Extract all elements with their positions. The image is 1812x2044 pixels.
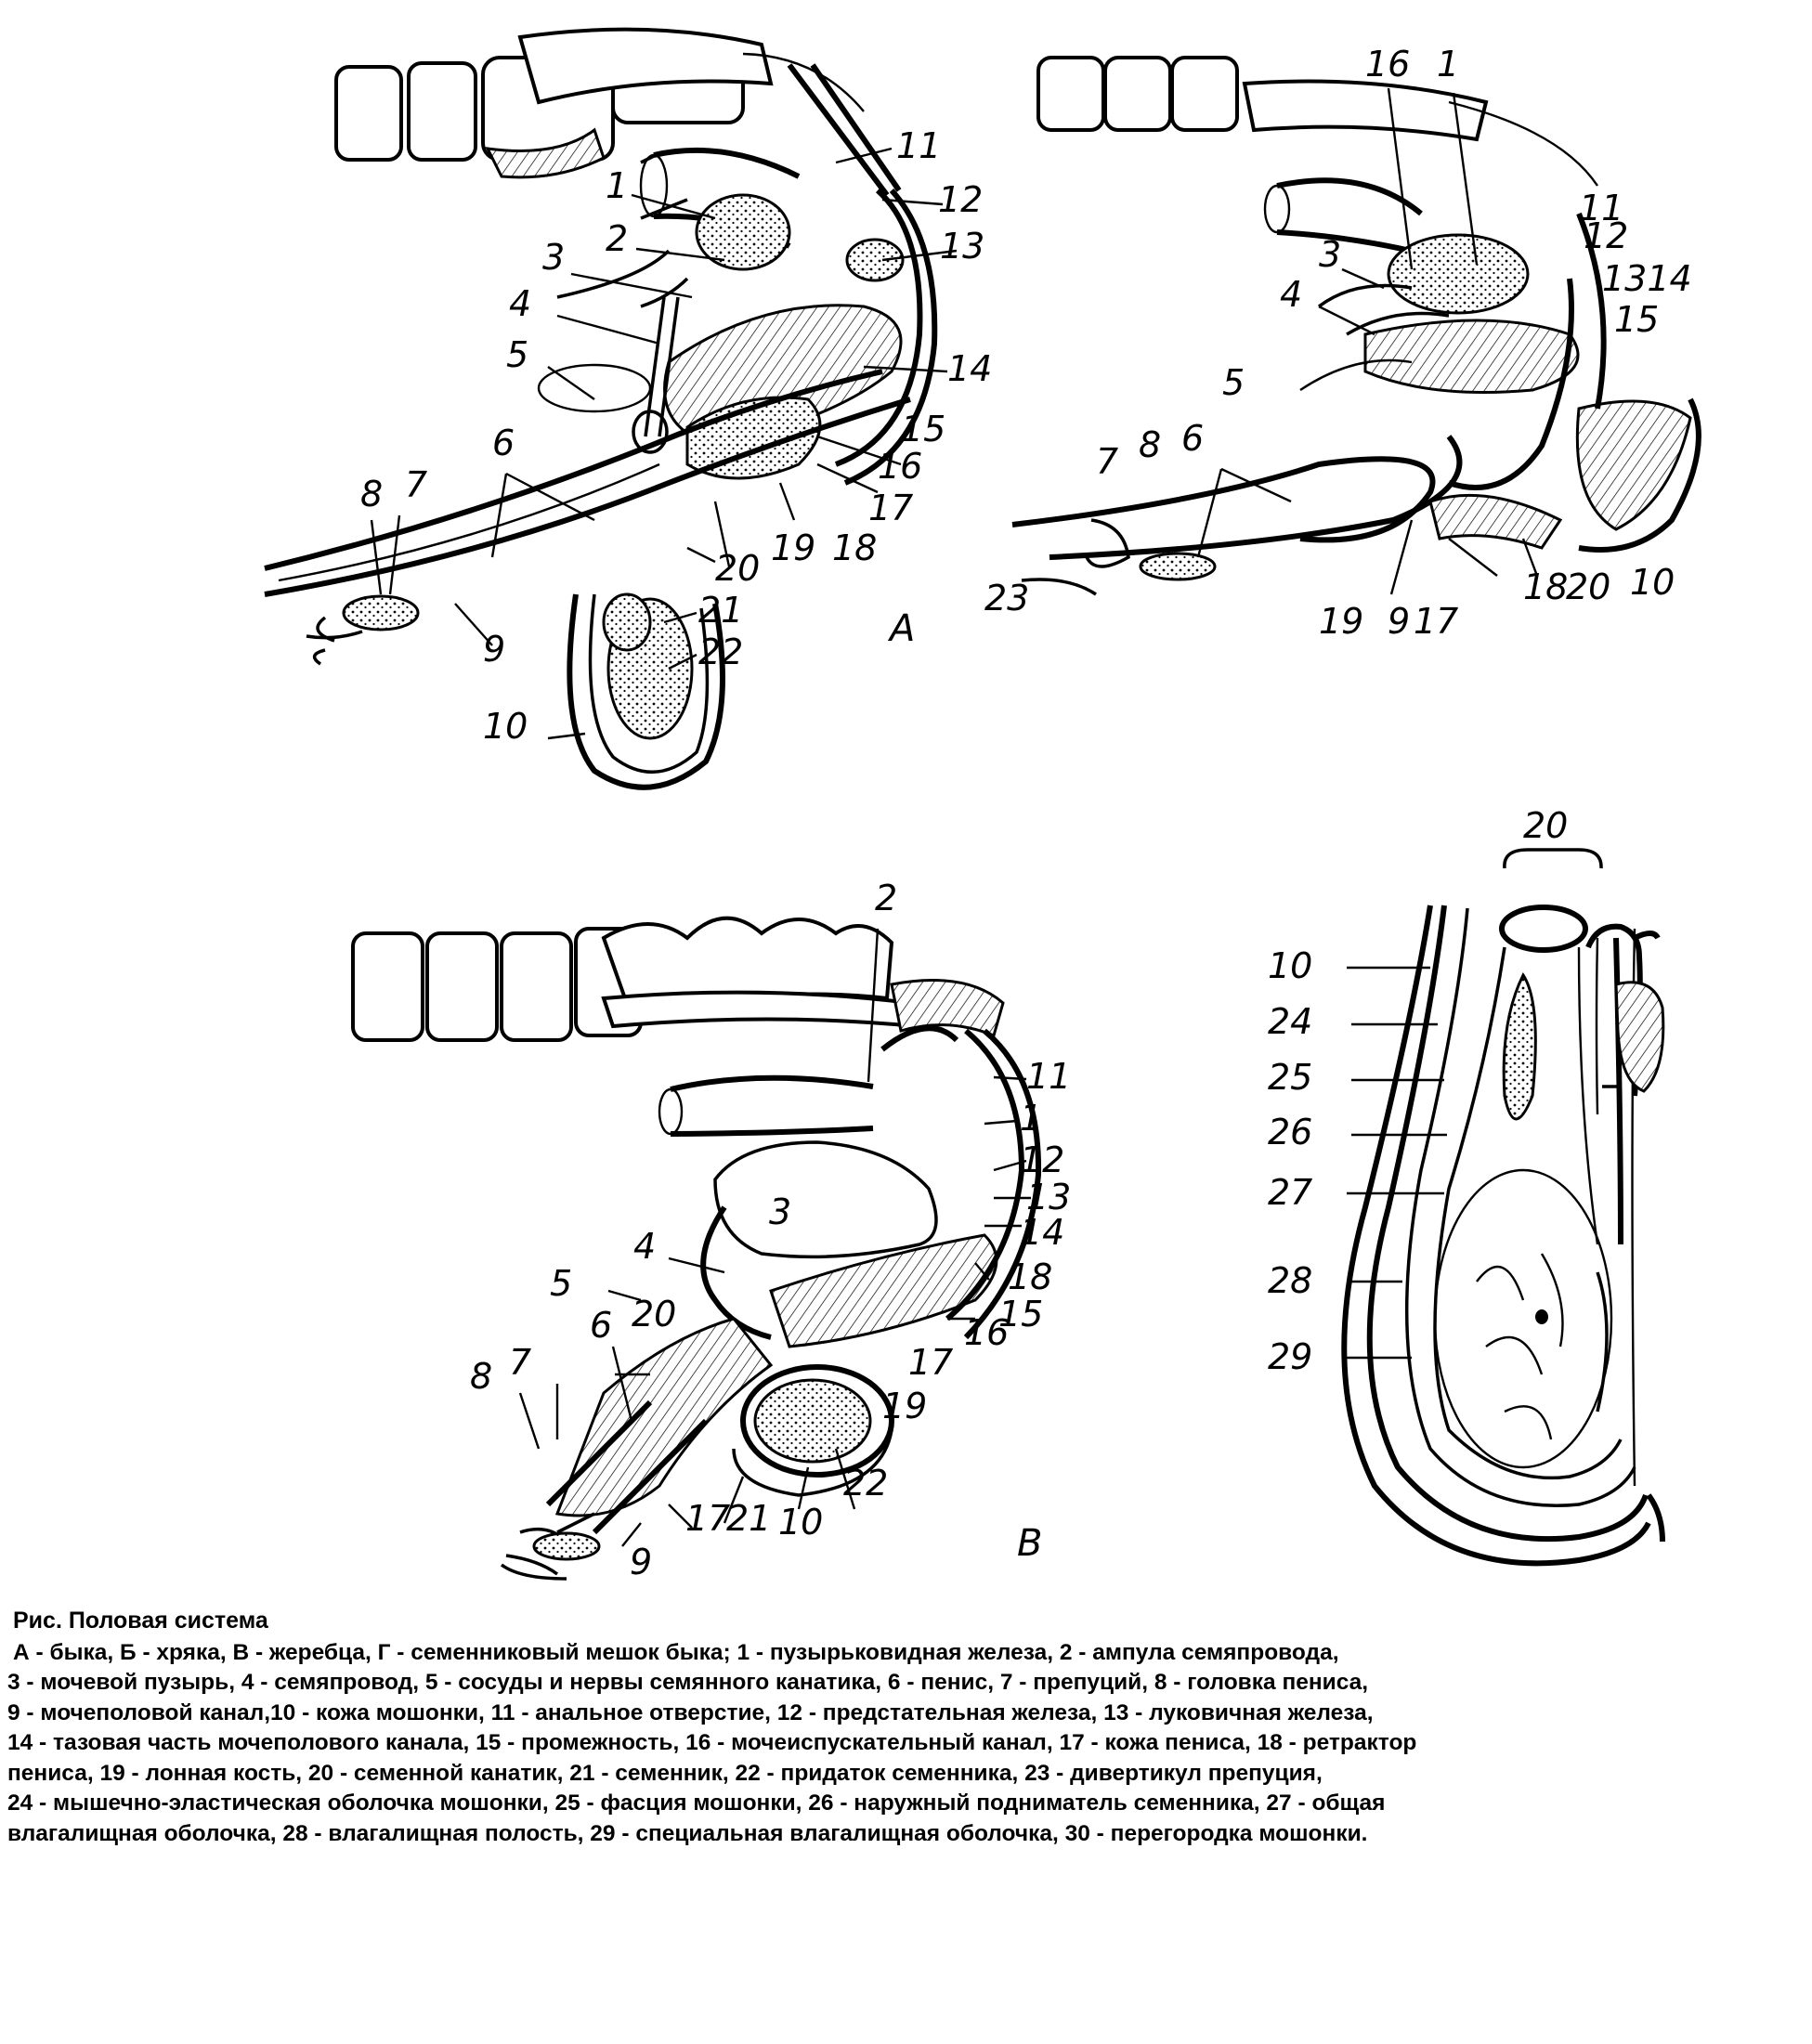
panel-b-label-18: 18 [1523,566,1568,607]
panel-g-label-26: 26 [1268,1112,1312,1152]
panel-v-label-18: 18 [1008,1256,1052,1297]
panel-a-label-5: 5 [506,334,528,375]
panel-b-label-17: 17 [1414,601,1458,642]
panel-b-label-11: 11 [1579,188,1623,228]
panel-b-label-1314: 1314 [1602,258,1692,299]
panel-a-label-3: 3 [542,237,565,278]
panel-b-label-15: 15 [1614,299,1659,340]
panel-v-label-10: 10 [778,1502,823,1543]
panel-b-label-7: 7 [1096,441,1118,482]
panel-a-label-7: 7 [405,464,427,505]
panel-v-label-11: 11 [1026,1056,1071,1097]
panel-g-label-25: 25 [1268,1057,1312,1098]
panel-a-label-15: 15 [901,409,945,449]
caption-line: пениса, 19 - лонная кость, 20 - семенной… [7,1760,1323,1786]
panel-b-labels: 16 1 11 12 1314 15 3 4 5 6 7 8 23 19 9 1… [984,44,1692,642]
panel-b-leader-lines [1196,87,1539,595]
panel-b-label-3: 3 [1319,234,1341,275]
panel-v-label-2: 2 [875,878,897,918]
panel-b-label-8: 8 [1139,424,1161,465]
panel-v-label-6: 6 [590,1305,612,1346]
figure-caption: Рис. Половая система А - быка, Б - хряка… [7,1606,1800,1849]
panel-a-label-9: 9 [483,629,505,670]
panel-v-label-3: 3 [769,1191,791,1232]
panel-a-label-18: 18 [832,527,877,568]
panel-v-label-14: 14 [1020,1212,1064,1253]
panel-v-label-9: 9 [630,1542,652,1582]
panel-b-label-1: 1 [1437,44,1459,85]
panel-b-drawing [1011,56,1701,596]
panel-v-label-4: 4 [633,1226,656,1267]
panel-a-vertebrae [334,27,865,179]
panel-v-label-7: 7 [509,1342,531,1383]
panel-v-label-20: 20 [632,1294,676,1334]
panel-v-leader-lines [518,928,1031,1547]
panel-v-label-1: 1 [1020,1098,1042,1139]
panel-b-vertebrae [1036,56,1598,187]
panel-b-label-5: 5 [1222,362,1245,403]
panel-a-label-22: 22 [698,631,743,672]
panel-a-label-19: 19 [771,527,815,568]
panel-v-letter: В [1017,1522,1042,1565]
panel-v-label-22: 22 [843,1463,888,1504]
panel-g-label-27: 27 [1268,1172,1312,1213]
panel-a-label-10: 10 [483,706,528,747]
panel-v-label-8: 8 [470,1356,492,1397]
caption-title: Рис. Половая система [13,1608,268,1634]
panel-v-label-16: 16 [964,1312,1009,1353]
panel-b-label-23: 23 [984,578,1029,618]
panel-g-drawing [1341,848,1665,1567]
panel-a-label-4: 4 [509,283,531,324]
panel-v-label-17: 17 [908,1342,953,1383]
caption-line: 24 - мышечно-эластическая оболочка мошон… [7,1790,1386,1816]
panel-b-label-19: 19 [1319,601,1363,642]
panel-a-label-11: 11 [896,125,941,166]
caption-line: 14 - тазовая часть мочеполового канала, … [7,1730,1417,1755]
panel-b-label-9: 9 [1388,601,1410,642]
panel-v-label-19: 19 [882,1386,927,1426]
panel-g-labels: 20 10 24 25 26 27 28 29 [1268,805,1568,1377]
panel-b-label-20: 20 [1566,566,1610,607]
panel-b-label-6: 6 [1181,418,1204,459]
caption-line: влагалищная оболочка, 28 - влагалищная п… [7,1820,1368,1846]
panel-g-label-28: 28 [1268,1260,1312,1301]
panel-a-label-2: 2 [606,218,628,259]
panel-v-label-12: 12 [1020,1139,1064,1180]
panel-v-label-21: 21 [726,1498,771,1539]
panel-a-label-1: 1 [606,165,628,206]
panel-a-label-17: 17 [868,488,913,528]
panel-a-labels: 1 2 3 4 5 6 7 8 9 10 11 12 13 14 15 16 1… [360,125,992,747]
panel-a-label-6: 6 [492,423,515,463]
caption-line: 9 - мочеполовой канал,10 - кожа мошонки,… [7,1699,1374,1725]
panel-v-label-5: 5 [550,1263,572,1304]
panel-b-label-10: 10 [1630,562,1675,603]
panel-v-labels: 2 11 1 12 13 14 18 15 16 17 19 3 4 5 20 … [470,878,1071,1582]
panel-g-label-10: 10 [1268,945,1312,986]
panel-g-label-20: 20 [1523,805,1568,846]
caption-line: А - быка, Б - хряка, В - жеребца, Г - се… [13,1639,1339,1665]
panel-v-drawing [351,916,1042,1581]
panel-g-label-29: 29 [1268,1336,1312,1377]
panel-v-label-15: 15 [998,1294,1043,1334]
panel-v-label-13: 13 [1026,1177,1071,1217]
panel-v-vertebrae [351,916,1005,1042]
panel-v-label-17b: 17 [685,1498,730,1539]
panel-a-label-20: 20 [715,548,760,589]
panel-a-label-13: 13 [940,226,984,267]
caption-line: 3 - мочевой пузырь, 4 - семяпровод, 5 - … [7,1670,1369,1695]
panel-a-leader-lines [370,147,958,740]
panel-a-letter: А [887,607,915,650]
panel-a-label-14: 14 [947,348,992,389]
panel-b-label-12: 12 [1584,215,1628,256]
panel-a-label-21: 21 [698,590,743,631]
panel-b-label-4: 4 [1280,274,1302,315]
panel-a-label-16: 16 [878,446,922,487]
panel-a-label-8: 8 [360,474,383,514]
panel-b-label-16: 16 [1365,44,1410,85]
panel-g-label-24: 24 [1268,1001,1312,1042]
panel-a-label-12: 12 [938,179,983,220]
panel-a-drawing [264,27,958,790]
